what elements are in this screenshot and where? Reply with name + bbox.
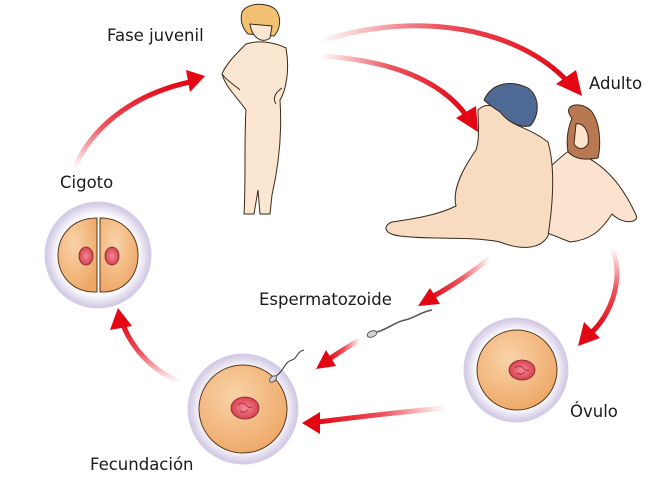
zygote-nucleus-left (78, 246, 94, 266)
label-sperm: Espermatozoide (259, 290, 392, 309)
fertilization-cell (187, 349, 305, 465)
zygote-cell (44, 201, 152, 309)
child-figure (221, 3, 289, 215)
arrow-juvenile-to-adult-top (317, 23, 582, 96)
man-body (385, 104, 554, 248)
fertilization-nucleus (230, 396, 260, 420)
man-hair (483, 83, 538, 127)
arrow-zygote-to-juvenile (72, 70, 205, 169)
zygote-nucleus-right (104, 246, 120, 266)
adult-figures (385, 83, 638, 248)
ovum-cell (463, 317, 569, 423)
arrow-fertilization-to-zygote (110, 308, 181, 385)
label-juvenile: Fase juvenil (107, 26, 204, 45)
sperm-icon (366, 309, 433, 338)
arrow-adult-to-sperm (418, 256, 492, 306)
ovum-nucleus (508, 359, 536, 381)
arrow-sperm-to-fertilization (316, 337, 362, 369)
arrow-adult-to-ovum (578, 247, 620, 346)
label-ovum: Óvulo (570, 402, 618, 421)
sperm-entering-icon (269, 349, 305, 383)
label-fertilization: Fecundación (90, 455, 194, 474)
label-adult: Adulto (589, 74, 642, 93)
arrow-juvenile-to-adult-bottom (319, 53, 478, 132)
label-zygote: Cigoto (60, 173, 113, 192)
arrow-ovum-to-fertilization (302, 405, 446, 434)
